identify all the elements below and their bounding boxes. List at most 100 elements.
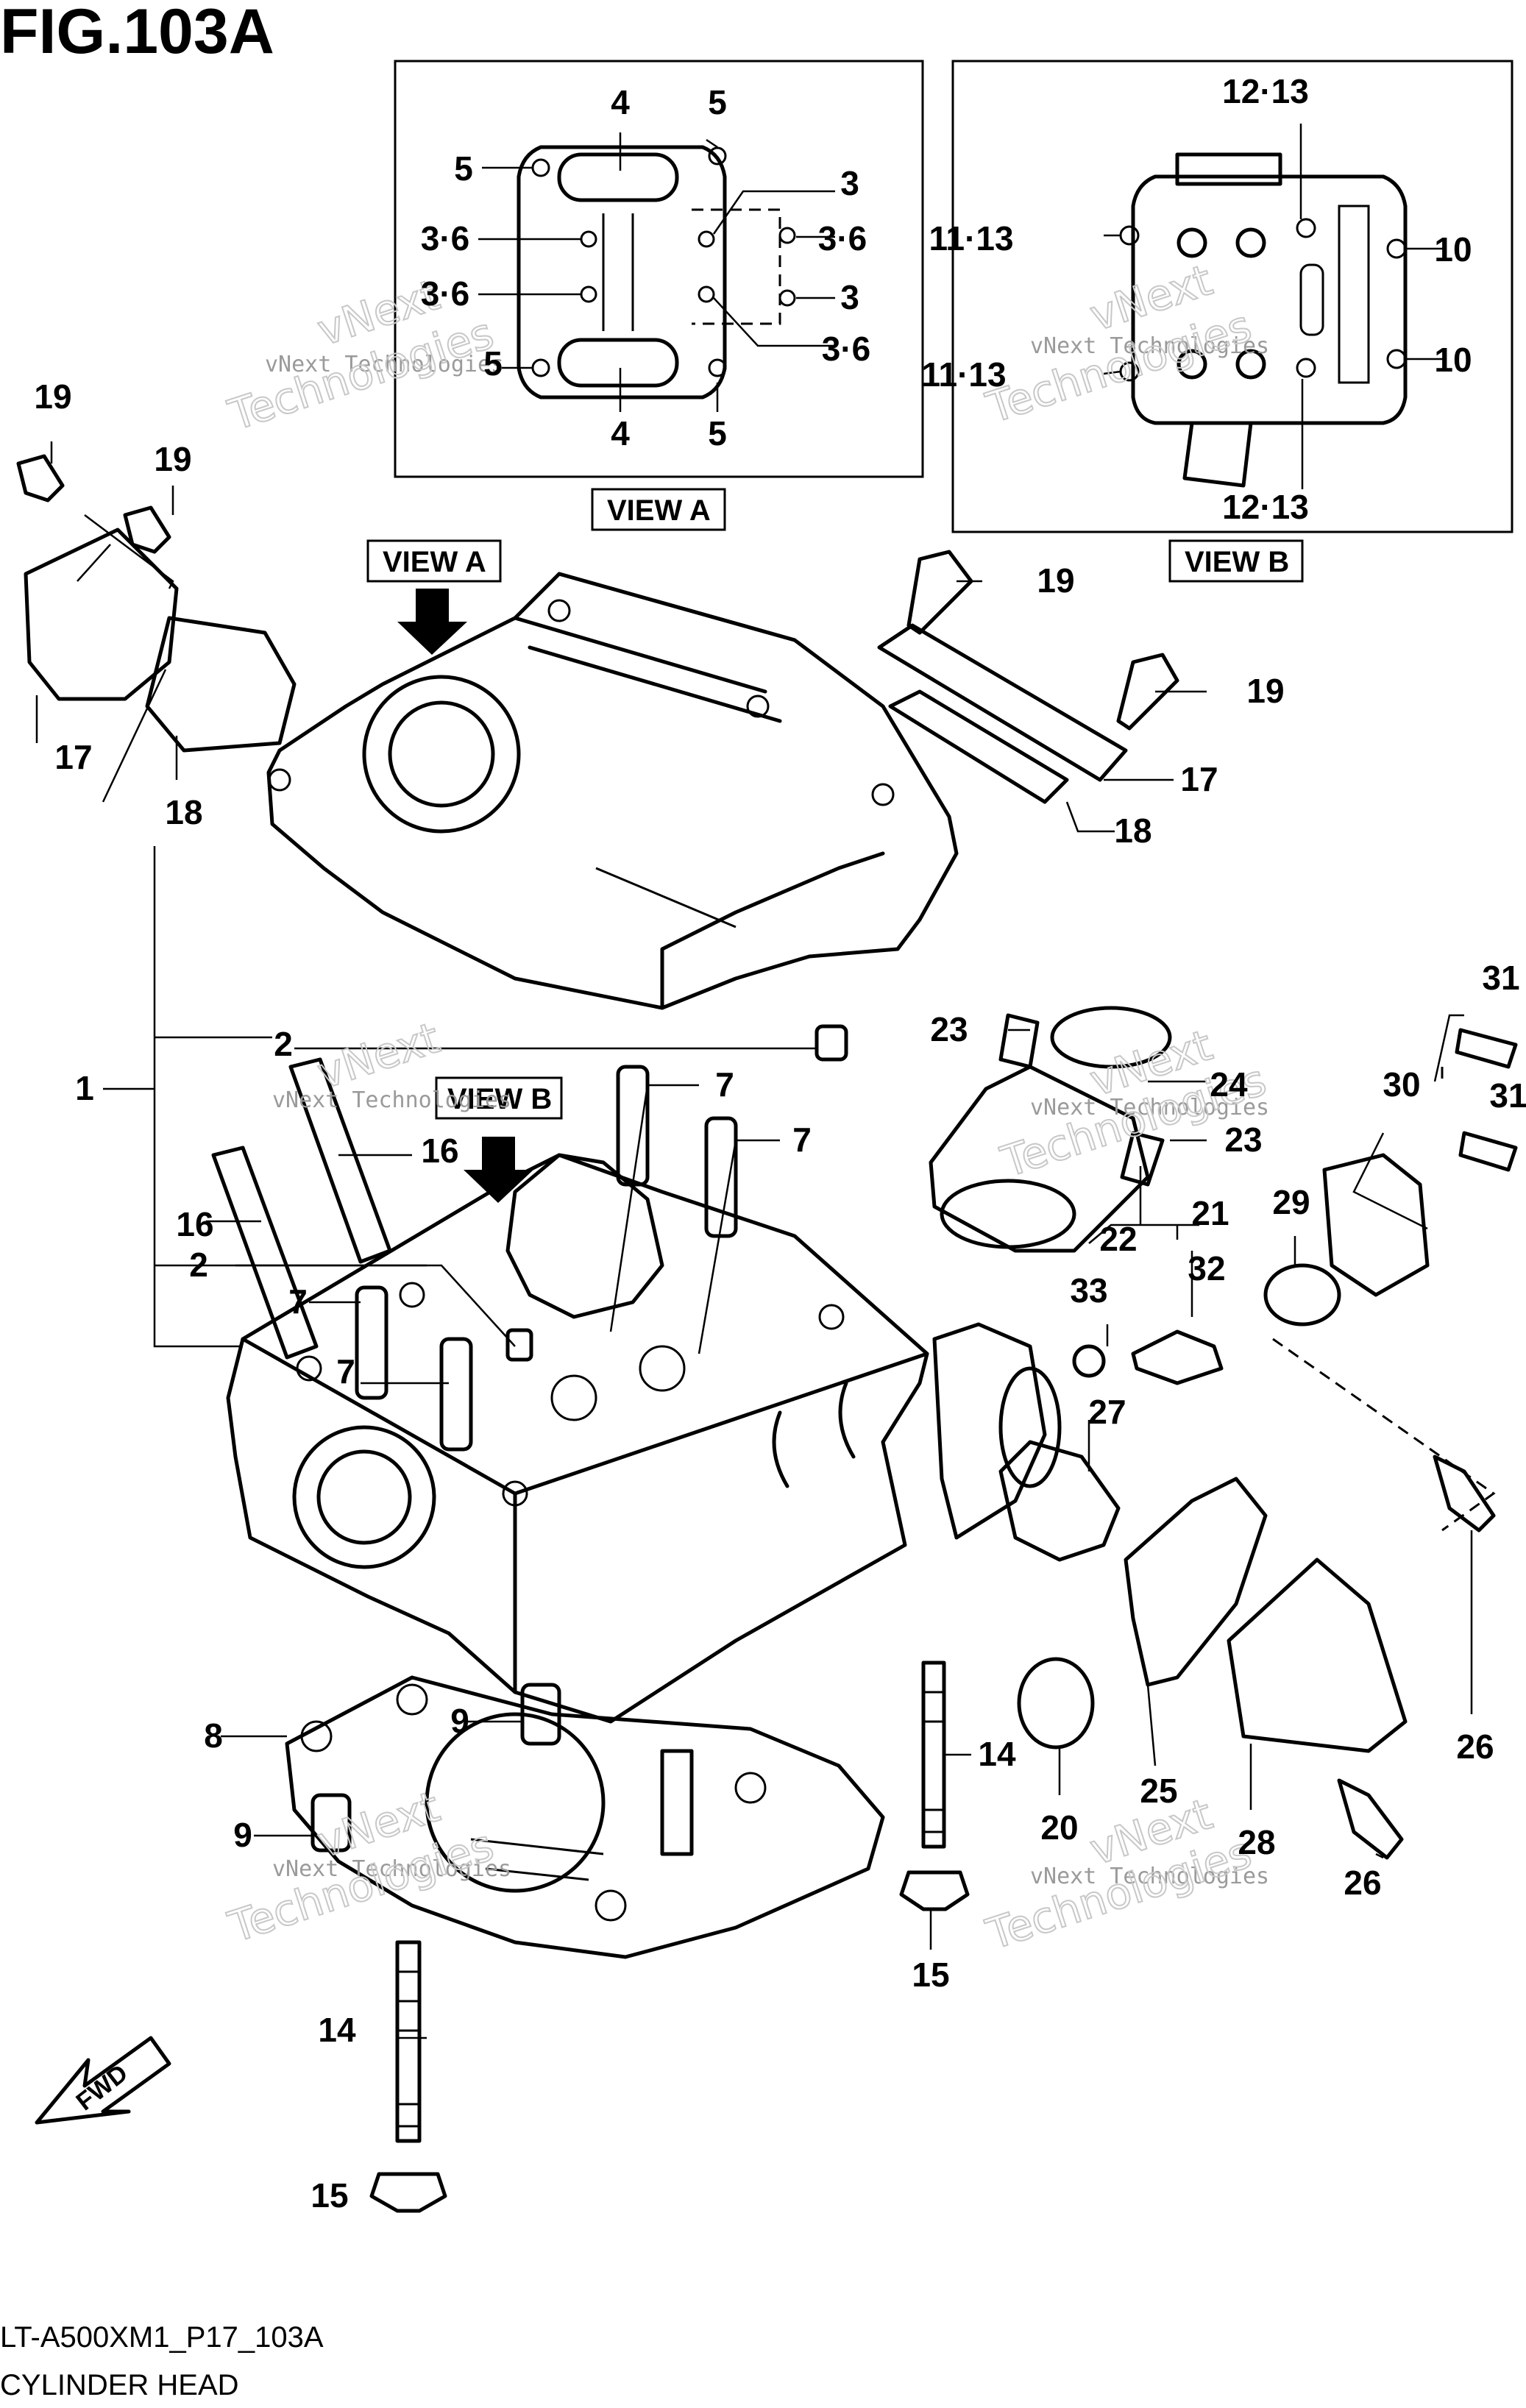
view-b-label: VIEW B — [1168, 539, 1304, 583]
callout-main-18: 24 — [1210, 1065, 1248, 1104]
watermark-text: vNext Technologies — [272, 1856, 511, 1882]
valve-guide-d — [439, 1337, 473, 1452]
callout-view-b-2: 10 — [1434, 230, 1472, 269]
callout-main-19: 23 — [1224, 1120, 1262, 1159]
valve-guide-b — [704, 1116, 738, 1238]
thermostat-group — [932, 1153, 1430, 1753]
bolt-26-b — [1337, 1778, 1404, 1860]
callout-view-a-1: 5 — [708, 83, 727, 121]
callout-main-10: 2 — [189, 1246, 208, 1284]
fasteners — [16, 454, 1518, 2213]
callout-main-25: 29 — [1272, 1183, 1310, 1221]
view-a-caption: VIEW A — [607, 494, 711, 527]
dowel-pin-lower — [310, 1793, 352, 1853]
watermarks: vNext Technologies vNext Technologies vN… — [221, 254, 1272, 1960]
view-b-frame — [951, 60, 1513, 533]
cover-plate-right — [877, 623, 1128, 782]
callout-view-a-11: 5 — [708, 414, 727, 452]
callout-main-21: 22 — [1099, 1220, 1137, 1258]
callout-main-7: 18 — [1114, 811, 1151, 850]
cylinder-head — [226, 1137, 929, 1856]
bolt-19-a — [16, 454, 65, 502]
callout-main-30: 9 — [233, 1816, 252, 1854]
callout-view-a-4: 3·6 — [421, 274, 469, 313]
callout-main-5: 18 — [165, 793, 202, 831]
watermark-text: vNext Technologies — [1030, 333, 1269, 359]
callout-main-23: 30 — [1383, 1065, 1420, 1104]
callout-main-20: 21 — [1191, 1194, 1229, 1232]
nut-lower — [369, 2172, 447, 2213]
intake-pipe-flange — [940, 1179, 1076, 1249]
callout-view-b-4: 10 — [1434, 341, 1472, 379]
callout-main-4: 17 — [54, 738, 92, 776]
view-a-caption-main: VIEW A — [383, 546, 486, 578]
thermostat — [998, 1440, 1121, 1562]
intake-clamp — [1050, 1006, 1172, 1069]
callout-main-39: 26 — [1456, 1727, 1494, 1766]
callout-main-29: 8 — [204, 1716, 223, 1755]
temp-sensor — [1131, 1329, 1224, 1385]
view-a-frame — [394, 60, 924, 478]
side-covers — [24, 528, 1128, 804]
callout-view-a-3: 3·6 — [421, 219, 469, 258]
valve-cover-outline — [266, 572, 959, 1010]
callout-view-a-7: 3 — [840, 278, 859, 316]
bolt-19-c — [906, 550, 973, 635]
callout-view-b-1: 11·13 — [929, 219, 1013, 258]
bolt-31-b — [1458, 1131, 1518, 1172]
figure-code: LT-A500XM1_P17_103A — [0, 2321, 324, 2354]
cam-housing — [505, 1153, 664, 1319]
spark-plug-b — [288, 1057, 392, 1264]
callout-view-a-8: 5 — [483, 344, 503, 383]
sensor-bracket — [1322, 1153, 1430, 1297]
callout-main-40: 26 — [1344, 1864, 1381, 1902]
callout-main-22: 31 — [1482, 959, 1519, 997]
callout-main-15: 16 — [421, 1132, 458, 1170]
valve-cover — [266, 572, 959, 1010]
view-a-bottom-port — [557, 338, 679, 388]
callout-main-24: 31 — [1489, 1076, 1526, 1115]
callout-main-35: 15 — [310, 2176, 348, 2215]
nut-right — [899, 1870, 970, 1911]
callout-main-28: 27 — [1088, 1393, 1126, 1431]
gasket-right — [888, 689, 1069, 804]
view-a-inset — [394, 60, 924, 478]
callout-main-34: 15 — [912, 1956, 949, 1994]
bolt-19-b — [123, 505, 171, 554]
view-a-head-outline — [517, 145, 727, 399]
callout-main-26: 33 — [1070, 1271, 1107, 1310]
cover-plate-left — [24, 528, 179, 701]
callout-main-37: 25 — [1140, 1772, 1177, 1810]
callout-main-13: 7 — [288, 1282, 308, 1321]
callout-main-2: 19 — [1037, 561, 1074, 600]
view-b-head-outline — [1131, 174, 1408, 425]
intake-pipe-group — [929, 1006, 1172, 1253]
valve-cover-port — [362, 675, 521, 834]
bolt-23-a — [998, 1013, 1040, 1069]
o-ring-gasket-left — [145, 616, 297, 753]
view-a-label: VIEW A — [591, 488, 726, 531]
callout-main-33: 14 — [318, 2011, 356, 2049]
thermostat-case-opening — [998, 1366, 1062, 1488]
callout-view-a-6: 3·6 — [818, 219, 867, 258]
callout-main-3: 19 — [1246, 672, 1284, 710]
view-b-inset — [951, 60, 1513, 533]
callout-view-b-3: 11·13 — [921, 355, 1006, 394]
callout-view-b-5: 12·13 — [1222, 488, 1309, 526]
callout-view-a-10: 4 — [611, 414, 630, 452]
bolt-31-a — [1455, 1028, 1518, 1069]
callout-main-12: 7 — [792, 1120, 812, 1159]
bolt-19-d — [1116, 653, 1179, 731]
fwd-arrow: FWD — [35, 2036, 171, 2125]
view-a-top-port — [557, 152, 679, 202]
watermark-logo: vNext — [311, 1012, 445, 1098]
callout-main-9: 2 — [274, 1025, 293, 1063]
view-b-caption: VIEW B — [1185, 546, 1289, 578]
sensor-boot — [1263, 1263, 1341, 1326]
dowel-pin-upper — [520, 1683, 561, 1746]
cylinder-head-outline — [226, 1153, 929, 1724]
view-b-caption-main: VIEW B — [447, 1083, 552, 1115]
callout-view-a-0: 4 — [611, 83, 630, 121]
